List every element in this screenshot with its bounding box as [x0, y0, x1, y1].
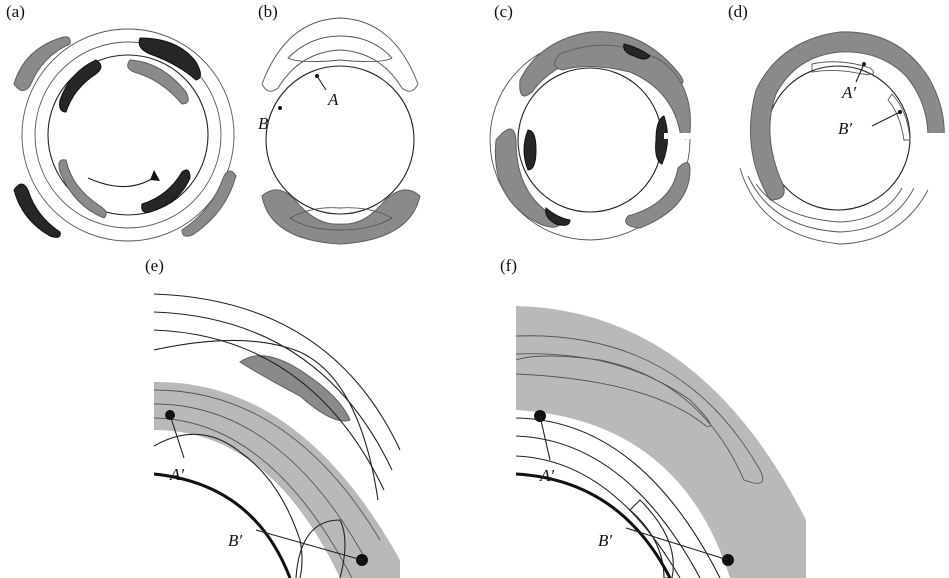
- cut-c: [664, 133, 696, 139]
- inner-cylinder-b: [265, 65, 415, 215]
- point-a-prime-d-label: A′: [841, 83, 856, 102]
- vortex-inner-bottom-b: [289, 207, 393, 231]
- point-b-prime-f-leader: [625, 527, 729, 561]
- inner-cylinder-c: [517, 67, 663, 213]
- point-b-prime-f-label: B′: [598, 531, 612, 550]
- panel-b: (b) A B: [258, 2, 421, 245]
- inner-cylinder-a: [47, 54, 209, 216]
- contours-e: [154, 293, 401, 578]
- panel-label-a: (a): [6, 2, 25, 21]
- grey-spirals-c: [494, 31, 691, 229]
- panel-c: (c): [489, 2, 696, 241]
- panel-e: (e) A′ B′: [145, 256, 401, 578]
- panel-label-f: (f): [500, 256, 517, 275]
- point-a-label: A: [327, 90, 339, 109]
- vortex-inner-top-b: [287, 35, 393, 63]
- point-a-leader: [316, 75, 327, 91]
- cylinder-wall-f: [516, 472, 672, 578]
- point-b-marker: [278, 106, 282, 110]
- vortex-filled-bottom-b: [261, 189, 421, 245]
- grey-patch-e: [239, 355, 351, 422]
- point-b-prime-d-label: B′: [838, 119, 852, 138]
- panel-label-b: (b): [258, 2, 278, 21]
- point-b-prime-d-leader: [871, 111, 901, 127]
- point-b-prime-e-leader: [255, 529, 363, 561]
- panel-label-d: (d): [728, 2, 748, 21]
- panel-a: (a): [6, 2, 237, 242]
- panel-label-e: (e): [145, 256, 164, 275]
- point-a-prime-e-leader: [169, 414, 185, 459]
- rotation-arrow-a: [87, 175, 157, 188]
- light-band-f: [516, 306, 806, 578]
- panel-d: (d) A′ B′: [728, 2, 949, 245]
- vortex-outline-top-b: [261, 17, 419, 92]
- dark-vortices-a: [13, 37, 201, 238]
- dark-patches-c: [523, 43, 668, 226]
- point-a-prime-f-label: A′: [539, 466, 554, 485]
- outer-boundary-a: [21, 28, 235, 242]
- cylinder-wall-e: [154, 472, 292, 578]
- point-a-prime-e-label: A′: [169, 465, 184, 484]
- cut-d: [920, 133, 949, 139]
- grey-spiral-d: [749, 31, 945, 201]
- contours-f: [516, 335, 764, 578]
- point-a-prime-f-leader: [539, 415, 551, 461]
- point-b-prime-e-label: B′: [228, 531, 242, 550]
- panel-f: (f) A′ B′: [500, 256, 806, 578]
- panel-label-c: (c): [494, 2, 513, 21]
- inner-cylinder-d: [765, 65, 911, 211]
- point-a-prime-d-leader: [855, 63, 865, 83]
- point-b-prime-d-marker: [898, 110, 902, 114]
- grey-vortices-a: [13, 36, 237, 237]
- point-b-label: B: [258, 114, 269, 133]
- contour-lines-d: [739, 61, 929, 245]
- arrow-head-a: [150, 170, 160, 181]
- mid-contour-a: [34, 41, 222, 229]
